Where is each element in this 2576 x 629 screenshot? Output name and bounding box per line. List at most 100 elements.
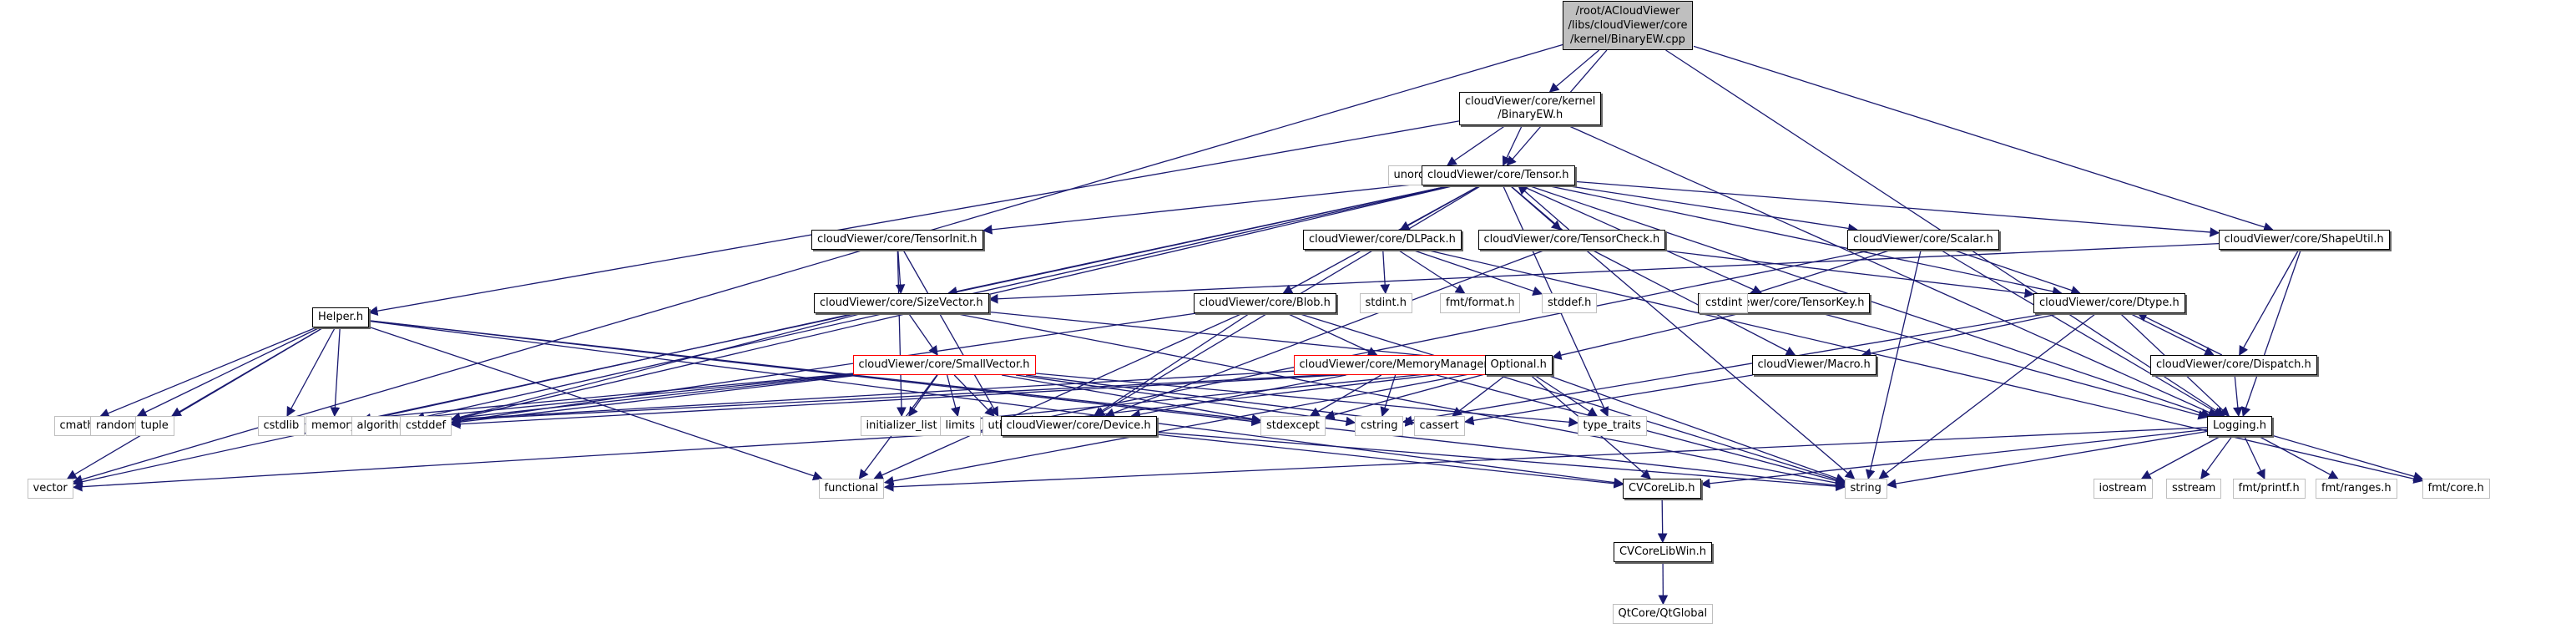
edge-blob-h-to-string [1297, 312, 1846, 484]
edge-dlpack-h-to-stdint-h [1380, 249, 1391, 295]
edge-optional-h-to-type-traits [1533, 374, 1599, 417]
node-cstring[interactable]: cstring [1355, 416, 1404, 436]
node-device-h[interactable]: cloudViewer/core/Device.h [1000, 416, 1157, 436]
node-fmt-core-h[interactable]: fmt/core.h [2422, 479, 2490, 499]
edge-helper-h-to-memory [330, 327, 341, 418]
edge-cvcorelib-h-to-cvcorelibwin-h [1657, 498, 1668, 544]
node-binaryew-h[interactable]: cloudViewer/core/kernel /BinaryEW.h [1459, 92, 1602, 125]
node-scalar-h[interactable]: cloudViewer/core/Scalar.h [1847, 230, 1999, 250]
edge-device-h-to-vector [72, 430, 1002, 492]
edge-smallvector-h-to-algorithm [414, 374, 854, 427]
node-iostream[interactable]: iostream [2093, 479, 2153, 499]
node-stdexcept[interactable]: stdexcept [1260, 416, 1326, 436]
edge-binaryew-h-to-unordered-set [1447, 124, 1507, 166]
edge-helper-h-to-random [136, 327, 321, 417]
edge-dlpack-h-to-fmt-core-h [1425, 249, 2424, 484]
edge-scalar-h-to-logging-h [1940, 249, 2224, 417]
edge-helper-h-to-cstdlib [286, 327, 336, 418]
edge-dlpack-h-to-stddef-h [1412, 249, 1543, 296]
node-memorymanager-h[interactable]: cloudViewer/core/MemoryManager.h [1293, 355, 1503, 375]
edge-helper-h-to-stdexcept [368, 320, 1262, 427]
edge-tensorkey-h-to-optional-h [1551, 312, 1741, 360]
edge-dlpack-h-to-fmt-format-h [1397, 249, 1466, 294]
edge-scalar-h-to-utility [1023, 249, 1874, 425]
node-functional[interactable]: functional [818, 479, 885, 499]
node-tensorinit-h[interactable]: cloudViewer/core/TensorInit.h [811, 230, 983, 250]
edge-sizevector-h-to-smallvector-h [907, 312, 938, 356]
edge-shapeutil-h-to-dispatch-h [2239, 249, 2300, 357]
edge-dtype-h-to-cstring [1402, 312, 2050, 426]
node-cstddef[interactable]: cstddef [400, 416, 452, 436]
edge-tensor-h-to-shapeutil-h [1574, 180, 2220, 237]
edge-tensorcheck-h-to-macro-h [1591, 249, 1796, 356]
edge-root-to-vector [72, 43, 1563, 484]
edge-smallvector-h-to-limits [946, 374, 961, 418]
node-smallvector-h[interactable]: cloudViewer/core/SmallVector.h [852, 355, 1036, 375]
edge-logging-h-to-iostream [2140, 435, 2221, 479]
edge-tensorcheck-h-to-tensor-h [1517, 185, 1570, 231]
edge-tensorinit-h-to-initializer-list [897, 249, 907, 418]
edge-sizevector-h-to-vector [72, 312, 856, 487]
edge-logging-h-to-fmt-printf-h [2244, 435, 2265, 480]
node-dlpack-h[interactable]: cloudViewer/core/DLPack.h [1303, 230, 1462, 250]
node-root[interactable]: /root/ACloudViewer /libs/cloudViewer/cor… [1562, 0, 1694, 50]
edge-logging-h-to-fmt-ranges-h [2258, 435, 2339, 479]
edge-tensorcheck-h-to-device-h [1104, 249, 1546, 418]
node-fmt-ranges-h[interactable]: fmt/ranges.h [2316, 479, 2397, 499]
node-cvcorelib-h[interactable]: CVCoreLib.h [1623, 479, 1701, 499]
node-vector[interactable]: vector [27, 479, 73, 499]
edge-logging-h-to-fmt-core-h [2271, 434, 2424, 481]
node-cvcorelibwin-h[interactable]: CVCoreLibWin.h [1614, 542, 1712, 562]
edge-smallvector-h-to-stdexcept [1002, 374, 1262, 424]
node-blob-h[interactable]: cloudViewer/core/Blob.h [1193, 293, 1336, 313]
edge-tensorkey-h-to-logging-h [1821, 312, 2209, 420]
edge-optional-h-to-cstddef [450, 366, 1486, 429]
node-stddef-h[interactable]: stddef.h [1542, 293, 1598, 313]
node-cstdint[interactable]: cstdint [1700, 293, 1749, 313]
edge-dtype-h-to-macro-h [1861, 312, 2062, 358]
node-tensor-h[interactable]: cloudViewer/core/Tensor.h [1422, 165, 1575, 185]
edge-binaryew-h-to-logging-h [1567, 124, 2219, 418]
edge-optional-h-to-utility [1023, 368, 1486, 428]
node-dtype-h[interactable]: cloudViewer/core/Dtype.h [2033, 293, 2185, 313]
node-shapeutil-h[interactable]: cloudViewer/core/ShapeUtil.h [2218, 230, 2390, 250]
node-sizevector-h[interactable]: cloudViewer/core/SizeVector.h [814, 293, 989, 313]
node-qtglobal[interactable]: QtCore/QtGlobal [1612, 604, 1714, 624]
node-limits[interactable]: limits [939, 416, 981, 436]
node-stdint-h[interactable]: stdint.h [1359, 293, 1412, 313]
node-tensorcheck-h[interactable]: cloudViewer/core/TensorCheck.h [1477, 230, 1666, 250]
edge-macro-h-to-cassert [1463, 374, 1753, 426]
node-sstream[interactable]: sstream [2166, 479, 2222, 499]
node-cstdlib[interactable]: cstdlib [257, 416, 306, 436]
edge-tensor-h-to-scalar-h [1564, 185, 1858, 234]
node-macro-h[interactable]: cloudViewer/Macro.h [1751, 355, 1876, 375]
edge-sizevector-h-to-string [953, 312, 1846, 488]
node-string[interactable]: string [1844, 479, 1887, 499]
edge-optional-h-to-string [1547, 374, 1846, 483]
edge-device-h-to-cvcorelib-h [1156, 434, 1624, 489]
node-helper-h[interactable]: Helper.h [312, 307, 370, 327]
node-initializer-list[interactable]: initializer_list [860, 416, 943, 436]
edge-memorymanager-h-to-cstring [1380, 374, 1397, 418]
edge-optional-h-to-stdexcept [1324, 373, 1486, 420]
edge-helper-h-to-cvcorelib-h [368, 320, 1624, 488]
edge-blob-h-to-cstddef [450, 312, 1197, 426]
edge-helper-h-to-vector [66, 327, 324, 479]
node-cassert[interactable]: cassert [1413, 416, 1465, 436]
edge-scalar-h-to-string [1865, 249, 1922, 480]
edge-blob-h-to-device-h [1093, 312, 1250, 417]
node-optional-h[interactable]: Optional.h [1484, 355, 1553, 375]
edge-scalar-h-to-cstdint [1746, 249, 1892, 298]
edge-tensorcheck-h-to-dtype-h [1657, 249, 2035, 298]
node-tuple[interactable]: tuple [134, 416, 174, 436]
node-type-traits[interactable]: type_traits [1577, 416, 1647, 436]
edge-root-to-binaryew-h [1548, 49, 1600, 93]
edge-logging-h-to-sstream [2200, 435, 2233, 479]
node-dispatch-h[interactable]: cloudViewer/core/Dispatch.h [2150, 355, 2317, 375]
edge-root-to-shapeutil-h [1693, 45, 2274, 232]
node-logging-h[interactable]: Logging.h [2207, 416, 2272, 436]
edge-shapeutil-h-to-logging-h [2241, 249, 2301, 418]
node-fmt-printf-h[interactable]: fmt/printf.h [2232, 479, 2306, 499]
node-fmt-format-h[interactable]: fmt/format.h [1440, 293, 1521, 313]
